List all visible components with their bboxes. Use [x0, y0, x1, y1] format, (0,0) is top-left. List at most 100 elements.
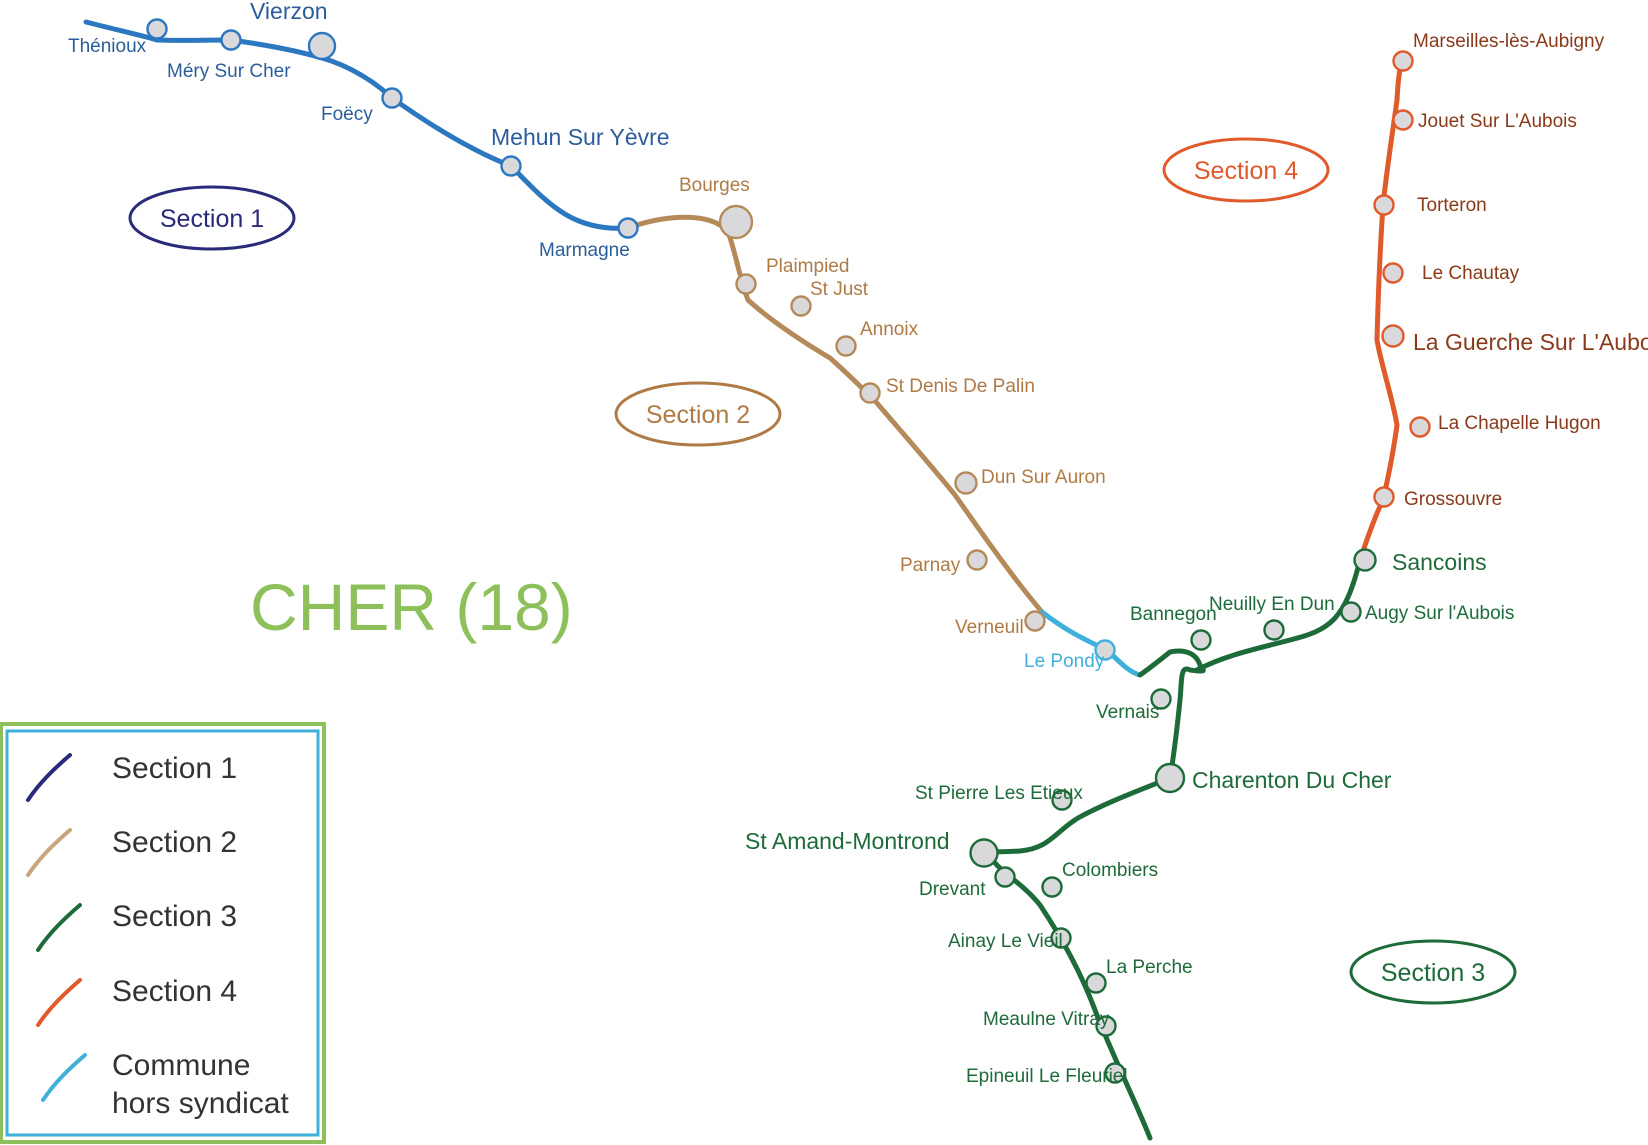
label-la-chapelle-hugon: La Chapelle Hugon — [1438, 413, 1601, 434]
label-le-pondy: Le Pondy — [1024, 651, 1105, 672]
legend-item-hors-syndicat: Commune hors syndicat — [41, 1049, 289, 1120]
route-section-4 — [1357, 55, 1406, 563]
label-marmagne: Marmagne — [539, 240, 630, 261]
legend-label-section-1: Section 1 — [112, 752, 237, 785]
label-thenioux: Thénioux — [68, 36, 147, 57]
stop-st-denis-de-palin[interactable] — [859, 382, 881, 404]
stop-mehun-sur-yevre[interactable] — [500, 155, 522, 177]
label-grossouvre: Grossouvre — [1404, 489, 1502, 510]
section-badge-4-label: Section 4 — [1194, 157, 1298, 185]
label-bourges: Bourges — [679, 175, 750, 196]
label-verneuil: Verneuil — [955, 617, 1024, 638]
stop-neuilly-en-dun[interactable] — [1263, 619, 1285, 641]
stop-la-guerche-sur-laubois[interactable] — [1381, 324, 1405, 348]
label-epineuil-le-fleuriel: Epineuil Le Fleuriel — [966, 1066, 1128, 1087]
stop-le-pondy[interactable] — [1094, 639, 1116, 661]
stop-meaulne-vitray[interactable] — [1095, 1015, 1117, 1037]
stop-bannegon[interactable] — [1190, 629, 1212, 651]
legend-label-section-4: Section 4 — [112, 975, 237, 1008]
section-badge-2-label: Section 2 — [646, 401, 750, 429]
label-parnay: Parnay — [900, 555, 961, 576]
stop-drevant[interactable] — [994, 866, 1016, 888]
label-st-pierre-les-etieux: St Pierre Les Etieux — [915, 783, 1083, 804]
label-jouet-sur-laubois: Jouet Sur L'Aubois — [1418, 111, 1577, 132]
section-badge-1-label: Section 1 — [160, 205, 264, 233]
stop-la-chapelle-hugon[interactable] — [1409, 416, 1431, 438]
stop-thenioux[interactable] — [146, 18, 168, 40]
label-foecy: Foëcy — [321, 104, 373, 125]
label-la-perche: La Perche — [1106, 957, 1193, 978]
stop-dun-sur-auron[interactable] — [954, 471, 978, 495]
section-badge-4: Section 4 — [1162, 137, 1330, 203]
stop-vierzon[interactable] — [307, 31, 337, 61]
label-dun-sur-auron: Dun Sur Auron — [981, 467, 1106, 488]
label-mery-sur-cher: Méry Sur Cher — [167, 61, 291, 82]
label-sancoins: Sancoins — [1392, 549, 1487, 575]
route-section-3 — [1137, 648, 1206, 781]
legend-label-hors-syndicat-line1: Commune — [112, 1049, 250, 1082]
stop-la-perche[interactable] — [1085, 972, 1107, 994]
stop-foecy[interactable] — [381, 87, 403, 109]
section-badge-3-label: Section 3 — [1381, 959, 1485, 987]
label-le-chautay: Le Chautay — [1422, 263, 1520, 284]
stop-charenton-du-cher[interactable] — [1154, 762, 1186, 794]
label-meaulne-vitray: Meaulne Vitray — [983, 1009, 1110, 1030]
stop-annoix[interactable] — [835, 335, 857, 357]
stop-augy-sur-laubois[interactable] — [1340, 601, 1362, 623]
stop-jouet-sur-laubois[interactable] — [1392, 109, 1414, 131]
stop-st-just[interactable] — [790, 295, 812, 317]
station-labels: Thénioux Vierzon Méry Sur Cher Foëcy Meh… — [68, 0, 1648, 1087]
label-vernais: Vernais — [1096, 702, 1159, 723]
stop-parnay[interactable] — [966, 549, 988, 571]
route-section-1 — [83, 19, 631, 231]
legend-item-section-4: Section 4 — [36, 975, 237, 1027]
section-badge-3: Section 3 — [1349, 939, 1517, 1005]
stop-epineuil-le-fleuriel[interactable] — [1104, 1062, 1126, 1084]
label-drevant: Drevant — [919, 879, 986, 900]
legend-label-hors-syndicat-line2: hors syndicat — [112, 1087, 289, 1120]
label-ainay-le-vieil: Ainay Le Vieil — [948, 931, 1063, 952]
legend-label-section-3: Section 3 — [112, 900, 237, 933]
label-marseilles-les-aubigny: Marseilles-lès-Aubigny — [1413, 31, 1605, 52]
legend-item-section-3: Section 3 — [36, 900, 237, 952]
stop-le-chautay[interactable] — [1382, 262, 1404, 284]
label-neuilly-en-dun: Neuilly En Dun — [1209, 594, 1335, 615]
section-badge-2: Section 2 — [614, 381, 782, 447]
stop-st-pierre-les-etieux[interactable] — [1051, 789, 1073, 811]
label-bannegon: Bannegon — [1130, 604, 1217, 625]
stops — [146, 18, 1431, 1084]
label-st-amand-montrond: St Amand-Montrond — [745, 828, 950, 854]
stop-marmagne[interactable] — [617, 217, 639, 239]
label-st-denis-de-palin: St Denis De Palin — [886, 376, 1035, 397]
stop-vernais[interactable] — [1150, 688, 1172, 710]
stop-mery-sur-cher[interactable] — [220, 29, 242, 51]
label-annoix: Annoix — [860, 319, 919, 340]
legend-item-section-2: Section 2 — [26, 826, 237, 877]
legend-item-section-1: Section 1 — [26, 752, 237, 802]
stop-sancoins[interactable] — [1353, 548, 1377, 572]
route-section-3-trunk — [1194, 557, 1363, 673]
stop-plaimpied[interactable] — [735, 273, 757, 295]
legend-label-section-2: Section 2 — [112, 826, 237, 859]
stop-colombiers[interactable] — [1041, 876, 1063, 898]
label-torteron: Torteron — [1417, 195, 1487, 216]
stop-st-amand-montrond[interactable] — [969, 838, 999, 868]
map-title: CHER (18) — [250, 570, 573, 644]
stop-bourges[interactable] — [718, 204, 754, 240]
stop-torteron[interactable] — [1373, 194, 1395, 216]
stop-marseilles-les-aubigny[interactable] — [1392, 50, 1414, 72]
label-vierzon: Vierzon — [250, 0, 328, 24]
stop-ainay-le-vieil[interactable] — [1050, 927, 1072, 949]
section-badge-1: Section 1 — [128, 185, 296, 251]
label-st-just: St Just — [810, 279, 869, 300]
label-augy-sur-laubois: Augy Sur l'Aubois — [1365, 603, 1514, 624]
label-colombiers: Colombiers — [1062, 860, 1158, 881]
legend: Section 1 Section 2 Section 3 Section 4 … — [0, 722, 326, 1144]
label-la-guerche-sur-laubois: La Guerche Sur L'Aubois — [1413, 329, 1648, 355]
label-plaimpied: Plaimpied — [766, 256, 849, 277]
label-charenton-du-cher: Charenton Du Cher — [1192, 767, 1392, 793]
stop-verneuil[interactable] — [1024, 610, 1046, 632]
label-mehun-sur-yevre: Mehun Sur Yèvre — [491, 124, 670, 150]
stop-grossouvre[interactable] — [1373, 486, 1395, 508]
